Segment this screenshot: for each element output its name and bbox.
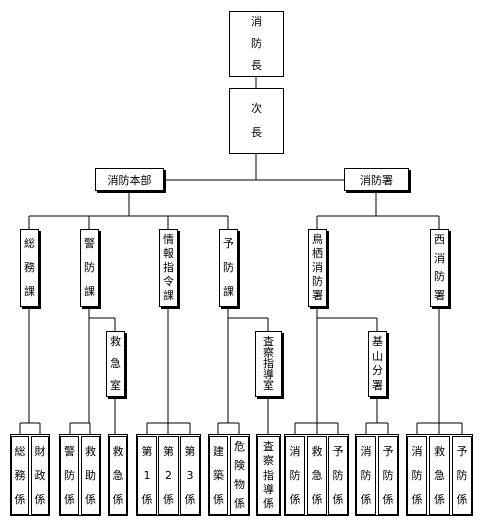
station-box: 消防署 xyxy=(344,168,409,191)
chief-label: 消防長 xyxy=(251,15,262,72)
unit-label: 予防係 xyxy=(382,444,394,506)
unit-box: 予防係 xyxy=(328,436,348,515)
unit-label: 消防係 xyxy=(360,444,372,506)
vice-chief-box: 次長 xyxy=(229,88,284,154)
unit-label: 予防係 xyxy=(456,444,468,506)
sasatsu-room-label: 査察指導室 xyxy=(263,335,274,392)
kiyama-branch-label: 基山分署 xyxy=(372,335,383,392)
nishi-station-label: 西消防署 xyxy=(434,233,445,302)
kyukyu-room-box: 救急室 xyxy=(106,331,125,397)
joho-section-box: 情報指令課 xyxy=(159,229,178,307)
unit-box: 査察指導係 xyxy=(257,436,280,515)
unit-box: 消防係 xyxy=(407,436,427,515)
unit-label: 救急係 xyxy=(434,444,445,506)
keibou-section-label: 警防課 xyxy=(84,237,95,298)
kyukyu-room-label: 救急室 xyxy=(110,335,121,392)
unit-label: 財政係 xyxy=(34,444,46,506)
nishi-station-box: 西消防署 xyxy=(430,229,449,307)
unit-label: 救急係 xyxy=(112,444,124,506)
unit-box: 消防係 xyxy=(356,436,376,515)
unit-label: 総務係 xyxy=(14,444,26,506)
hq-box: 消防本部 xyxy=(95,168,164,191)
unit-box: 総務係 xyxy=(11,436,29,515)
unit-label: 救助係 xyxy=(85,444,96,506)
kiyama-branch-box: 基山分署 xyxy=(368,331,387,397)
unit-box: 予防係 xyxy=(452,436,472,515)
hq-label: 消防本部 xyxy=(107,173,152,187)
unit-box: 警防係 xyxy=(60,436,79,515)
unit-label: 救急係 xyxy=(311,444,323,506)
unit-label: 予防係 xyxy=(332,444,344,506)
yobou-section-label: 予防課 xyxy=(223,237,234,298)
soumu-section-box: 総務課 xyxy=(20,229,39,307)
yobou-section-box: 予防課 xyxy=(219,229,238,307)
vice-chief-label: 次長 xyxy=(251,102,262,139)
keibou-section-box: 警防課 xyxy=(80,229,99,307)
unit-box: 救急係 xyxy=(109,436,127,515)
unit-label: 危険物係 xyxy=(234,440,245,510)
tosu-station-box: 鳥栖消防署 xyxy=(308,229,327,307)
unit-box: 財政係 xyxy=(31,436,49,515)
unit-box: 予防係 xyxy=(378,436,398,515)
joho-section-label: 情報指令課 xyxy=(163,233,174,302)
unit-label: 査察指導係 xyxy=(263,440,274,510)
unit-box: 危険物係 xyxy=(230,436,249,515)
unit-label: 消防係 xyxy=(411,444,423,506)
unit-box: 救急係 xyxy=(429,436,450,515)
unit-box: 消防係 xyxy=(285,436,305,515)
soumu-section-label: 総務課 xyxy=(24,237,35,298)
unit-box: 救急係 xyxy=(307,436,327,515)
unit-label: 警防係 xyxy=(64,444,75,506)
chief-box: 消防長 xyxy=(229,11,284,77)
unit-box: 救助係 xyxy=(81,436,100,515)
sasatsu-room-box: 査察指導室 xyxy=(255,331,282,397)
station-label: 消防署 xyxy=(360,173,393,187)
tosu-station-label: 鳥栖消防署 xyxy=(312,233,323,302)
unit-label: 消防係 xyxy=(289,444,301,506)
unit-box: 建築係 xyxy=(209,436,228,515)
unit-label: 建築係 xyxy=(213,444,224,506)
